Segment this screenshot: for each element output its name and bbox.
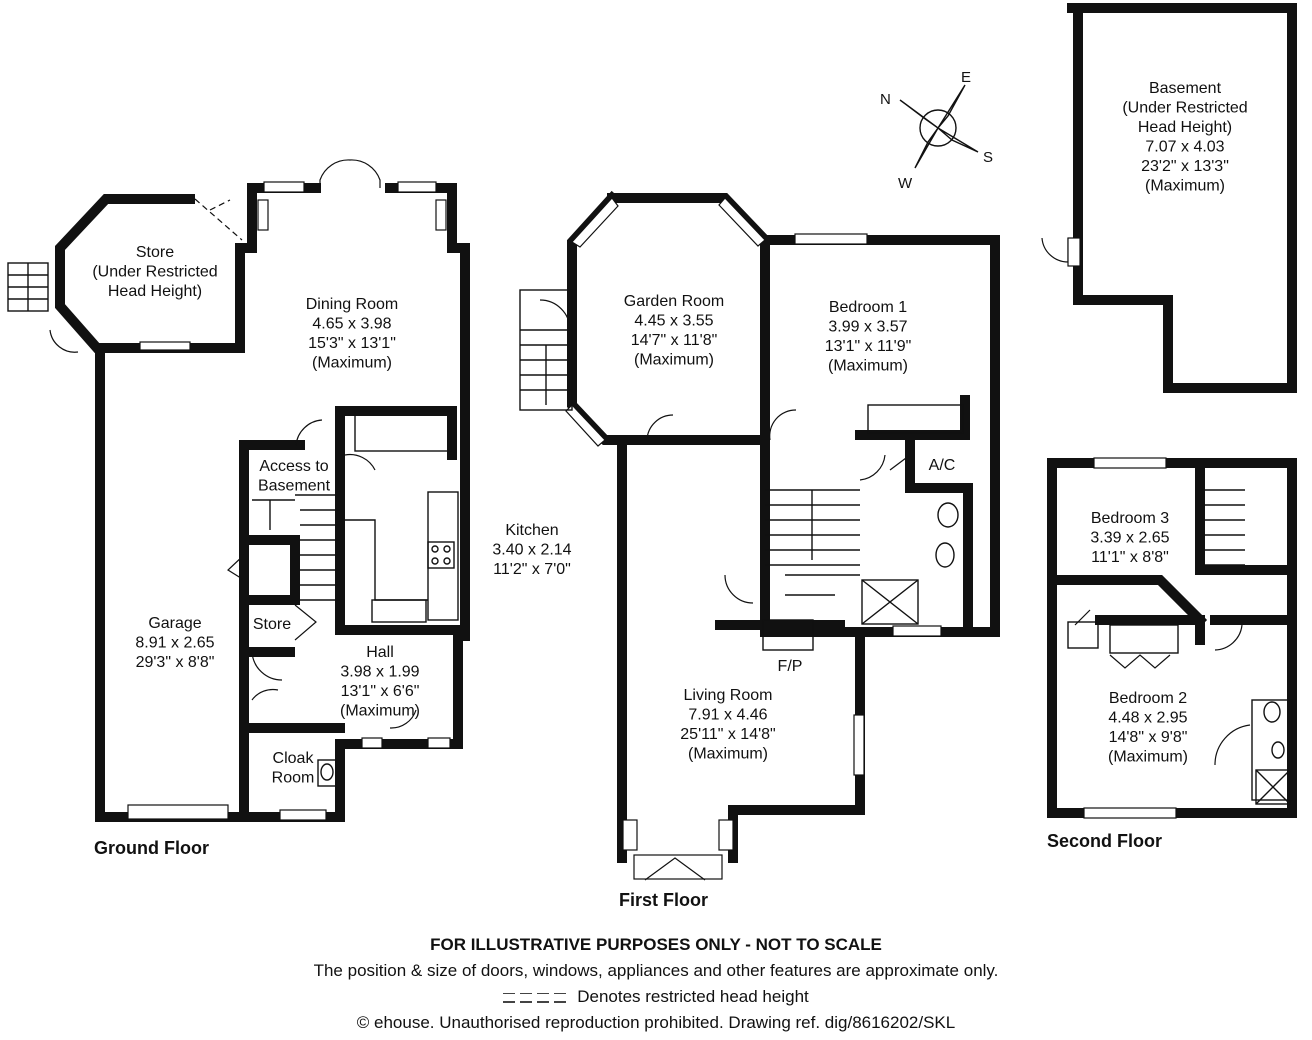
room-label-line: 3.98 x 1.99: [340, 664, 419, 681]
copyright-line: © ehouse. Unauthorised reproduction proh…: [356, 1013, 956, 1032]
disclaimer-note: The position & size of doors, windows, a…: [313, 961, 999, 980]
room-label-line: Hall: [366, 644, 394, 661]
room-label-line: Bedroom 3: [1091, 510, 1169, 527]
floor-label-second: Second Floor: [1047, 831, 1162, 851]
room-label-line: (Maximum): [634, 352, 714, 369]
room-label-access-to-basement: Access to Basement: [258, 458, 331, 495]
room-label-dining-room: Dining Room 4.65 x 3.98 15'3" x 13'1" (Maxi…: [306, 296, 398, 372]
floor-label-ground: Ground Floor: [94, 838, 209, 858]
legend-text: Denotes restricted head height: [577, 987, 809, 1006]
room-label-line: Access to: [259, 458, 328, 475]
room-label-line: (Under Restricted: [1122, 100, 1247, 117]
compass-east-label: E: [961, 69, 971, 86]
room-label-line: Bedroom 2: [1109, 690, 1187, 707]
room-label-line: 11'2" x 7'0": [493, 561, 571, 578]
room-label-line: 3.40 x 2.14: [492, 542, 571, 559]
room-label-line: F/P: [778, 658, 803, 675]
room-label-line: 25'11" x 14'8": [680, 726, 775, 743]
room-label-store-small: Store: [253, 616, 291, 633]
room-label-line: 3.99 x 3.57: [828, 319, 907, 336]
room-label-line: Cloak: [273, 750, 315, 767]
room-label-line: 29'3" x 8'8": [136, 654, 215, 671]
room-label-garage: Garage 8.91 x 2.65 29'3" x 8'8": [135, 615, 214, 671]
ground-floor-plan: [7, 159, 470, 822]
room-label-line: Basement: [1149, 80, 1222, 97]
compass-north-label: N: [880, 91, 891, 108]
restricted-height-legend-swatch: [503, 992, 572, 1003]
room-label-line: Store: [253, 616, 291, 633]
room-label-line: 7.91 x 4.46: [688, 707, 767, 724]
room-label-line: 8.91 x 2.65: [135, 635, 214, 652]
room-label-line: 13'1" x 6'6": [341, 683, 420, 700]
room-label-line: (Maximum): [340, 703, 420, 720]
room-label-line: A/C: [929, 457, 956, 474]
room-label-line: Garden Room: [624, 293, 725, 310]
room-label-line: 3.39 x 2.65: [1090, 530, 1169, 547]
room-label-line: (Maximum): [312, 355, 392, 372]
compass-south-label: S: [983, 149, 993, 166]
room-label-line: (Maximum): [1108, 749, 1188, 766]
room-label-bedroom-1: Bedroom 1 3.99 x 3.57 13'1" x 11'9" (Maximu…: [825, 299, 912, 375]
room-label-fireplace: F/P: [778, 658, 803, 675]
room-label-line: 13'1" x 11'9": [825, 338, 912, 355]
disclaimer-heading: FOR ILLUSTRATIVE PURPOSES ONLY - NOT TO …: [430, 935, 882, 954]
room-label-ac: A/C: [929, 457, 956, 474]
room-label-line: (Maximum): [688, 746, 768, 763]
floor-label-first: First Floor: [619, 890, 708, 910]
room-label-line: (Maximum): [828, 358, 908, 375]
room-label-garden-room: Garden Room 4.45 x 3.55 14'7" x 11'8" (Maxi…: [624, 293, 725, 369]
room-label-line: 11'1" x 8'8": [1091, 549, 1169, 566]
first-floor-plan: [519, 190, 1000, 881]
room-label-line: 15'3" x 13'1": [308, 335, 396, 352]
second-floor-plan: [1047, 457, 1297, 819]
room-label-living-room: Living Room 7.91 x 4.46 25'11" x 14'8" (Max…: [680, 687, 775, 763]
room-label-line: Head Height): [108, 283, 202, 300]
room-label-line: Head Height): [1138, 119, 1232, 136]
room-label-line: (Maximum): [1145, 178, 1225, 195]
room-label-line: Store: [136, 244, 174, 261]
legend-row: Denotes restricted head height: [0, 984, 1312, 1009]
room-label-line: Dining Room: [306, 296, 398, 313]
room-label-line: 4.45 x 3.55: [634, 313, 713, 330]
room-label-line: 4.65 x 3.98: [312, 316, 391, 333]
room-label-line: 4.48 x 2.95: [1108, 710, 1187, 727]
room-label-line: 14'7" x 11'8": [631, 332, 718, 349]
compass-rose: N E S W: [880, 69, 993, 192]
room-label-line: 7.07 x 4.03: [1145, 139, 1224, 156]
room-label-line: 14'8" x 9'8": [1109, 729, 1188, 746]
room-label-bedroom-2: Bedroom 2 4.48 x 2.95 14'8" x 9'8" (Maximum…: [1108, 690, 1188, 766]
room-label-line: Garage: [148, 615, 201, 632]
room-label-bedroom-3: Bedroom 3 3.39 x 2.65 11'1" x 8'8": [1090, 510, 1169, 566]
room-label-line: Living Room: [684, 687, 773, 704]
room-label-line: Basement: [258, 478, 331, 495]
room-label-hall: Hall 3.98 x 1.99 13'1" x 6'6" (Maximum): [340, 644, 420, 720]
compass-west-label: W: [898, 175, 913, 192]
room-label-line: 23'2" x 13'3": [1141, 158, 1229, 175]
room-label-line: Bedroom 1: [829, 299, 907, 316]
room-label-line: (Under Restricted: [92, 264, 217, 281]
room-label-line: Kitchen: [505, 522, 558, 539]
room-label-kitchen: Kitchen 3.40 x 2.14 11'2" x 7'0": [492, 522, 571, 578]
basement-plan: [1041, 3, 1297, 393]
room-label-line: Room: [272, 770, 315, 787]
